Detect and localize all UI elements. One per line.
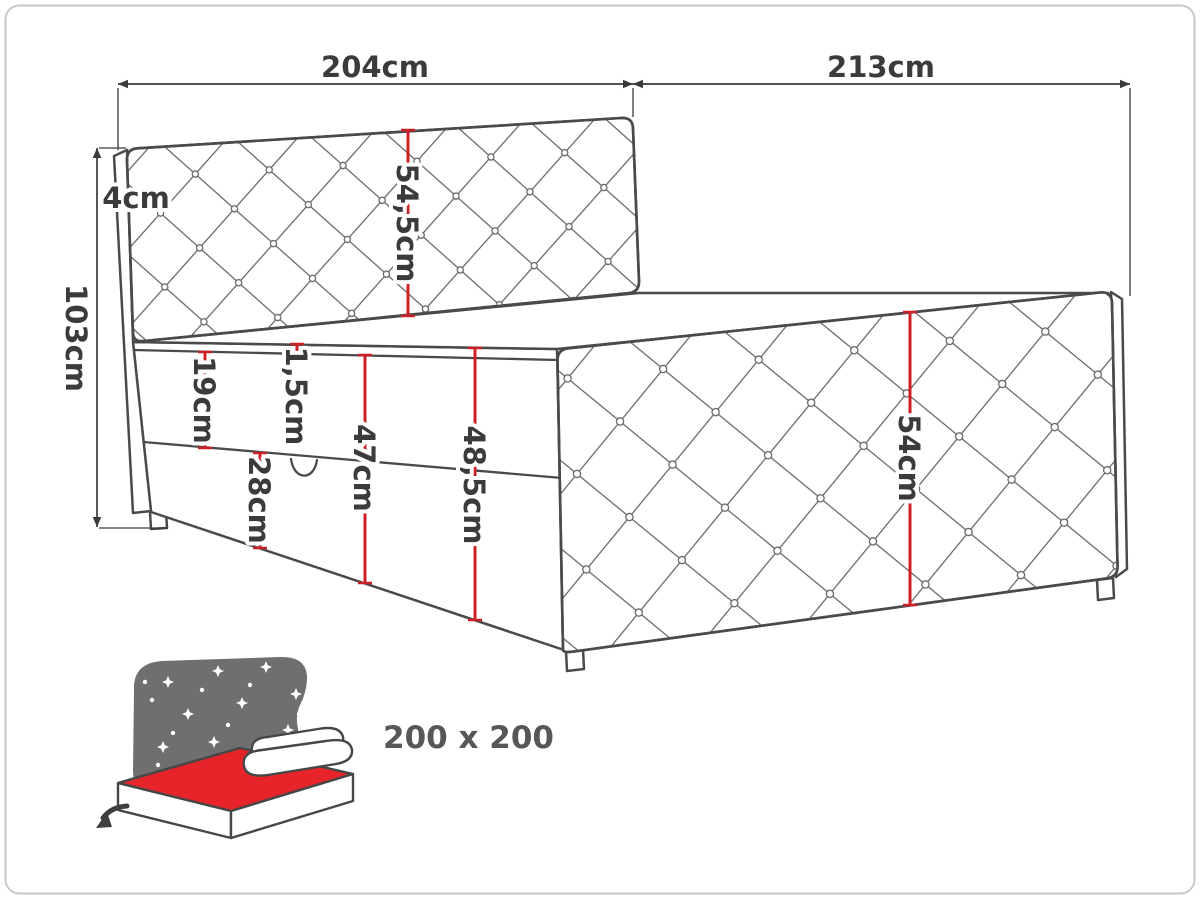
red-dimension-lines bbox=[198, 128, 917, 622]
dimension-labels: 204cm 213cm 4cm 103cm 54,5cm 19cm 1,5cm … bbox=[55, 46, 939, 548]
dim-base-with-mattress-height bbox=[358, 353, 372, 585]
dim-headboard-panel-height bbox=[401, 128, 415, 318]
icon-pillows bbox=[242, 726, 354, 777]
dim-label-headboard-width: 204cm bbox=[321, 50, 429, 84]
dim-label-topper-height: 1,5cm bbox=[279, 347, 313, 446]
dim-label-container-height: 28cm bbox=[242, 456, 276, 544]
dim-label-footboard-side-height: 48,5cm bbox=[457, 426, 491, 545]
icon-bed-box bbox=[116, 772, 355, 840]
dim-topper-height bbox=[290, 342, 304, 358]
outer-dimension-lines bbox=[92, 79, 1131, 529]
size-variant-label: 200 x 200 bbox=[383, 720, 554, 756]
dim-footboard-panel-height bbox=[903, 310, 917, 607]
dim-label-mattress-height: 19cm bbox=[187, 356, 221, 444]
storage-handle bbox=[289, 457, 319, 477]
dim-label-side-length: 213cm bbox=[827, 50, 935, 84]
footboard-panel bbox=[556, 291, 1119, 654]
page-border bbox=[4, 4, 1196, 895]
bed-storage-icon bbox=[96, 656, 355, 840]
dim-label-footboard-panel-height: 54cm bbox=[892, 414, 926, 502]
lift-arrow-icon bbox=[96, 803, 130, 828]
dim-mattress-height bbox=[198, 350, 212, 450]
bed-drawing bbox=[112, 116, 1129, 673]
dim-label-headboard-total-height: 103cm bbox=[59, 284, 93, 392]
dim-label-headboard-panel-height: 54,5cm bbox=[390, 164, 424, 283]
extension-lines bbox=[99, 88, 1131, 529]
dim-label-base-with-mattress-height: 47cm bbox=[347, 424, 381, 512]
dim-footboard-side-height bbox=[468, 346, 482, 622]
dim-container-height bbox=[253, 451, 267, 550]
dim-label-headboard-side-thickness: 4cm bbox=[102, 181, 170, 215]
